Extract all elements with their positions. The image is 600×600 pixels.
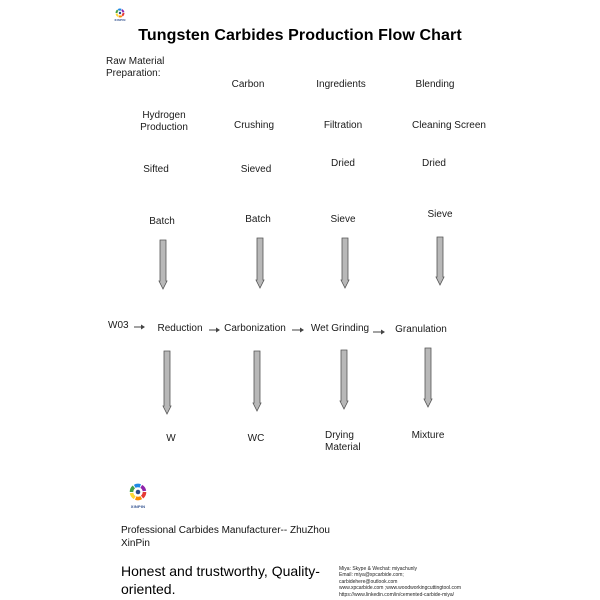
output-w: W <box>166 433 176 444</box>
process-carbonization: Carbonization <box>224 323 286 334</box>
logo-segment <box>129 492 136 500</box>
logo-icon <box>115 8 125 18</box>
arrow-down-col2-lower <box>252 350 262 412</box>
company-slogan: Honest and trustworthy, Quality-oriented… <box>121 563 320 597</box>
logo-wordmark: XINPIN <box>114 18 126 22</box>
logo-segment <box>140 484 147 492</box>
output-mixture: Mixture <box>411 430 445 441</box>
contact-info: Miya: Skype & Wechat: miyachunly Email: … <box>339 566 461 598</box>
step-cleaning-screen: Cleaning Screen <box>412 120 486 131</box>
output-wc: WC <box>247 433 265 444</box>
step-sieved: Sieved <box>240 164 272 175</box>
process-granulation: Granulation <box>395 324 447 335</box>
contact-line[interactable]: www.xpcarbide.com ;www.woodworkingcuttin… <box>339 585 461 592</box>
logo-wordmark: XINPIN <box>130 504 146 509</box>
step-batch-1: Batch <box>149 216 175 227</box>
column-top-label-ingredients: Ingredients <box>316 79 366 90</box>
column-top-label-blending: Blending <box>415 79 455 90</box>
process-wet-grinding: Wet Grinding <box>310 323 370 334</box>
arrow-right-wet-grinding <box>373 329 385 335</box>
arrow-right-reduction <box>209 327 220 333</box>
step-dried-blending: Dried <box>422 158 446 169</box>
output-drying-material: Drying Material <box>325 430 361 453</box>
step-sieve-2: Sieve <box>427 209 453 220</box>
step-dried-ingredients: Dried <box>331 158 355 169</box>
arrow-down-col4-upper <box>435 236 445 286</box>
column-top-label-carbon: Carbon <box>231 79 265 90</box>
logo-segment <box>140 491 147 499</box>
logo-segment <box>135 495 143 501</box>
step-sifted: Sifted <box>143 164 169 175</box>
arrow-down-col3-lower <box>339 349 349 410</box>
contact-line[interactable]: https://www.linkedin.com/in/cemented-car… <box>339 591 455 598</box>
step-crushing: Crushing <box>233 120 275 131</box>
logo-segment <box>121 9 125 13</box>
logo-segment <box>129 485 136 493</box>
logo-segment <box>133 483 141 489</box>
arrow-down-col1-upper <box>158 239 168 290</box>
step-batch-2: Batch <box>245 214 271 225</box>
arrow-down-col3-upper <box>340 237 350 289</box>
step-hydrogen-production: Hydrogen Production <box>140 110 188 133</box>
process-reduction: Reduction <box>157 323 203 334</box>
page-title: Tungsten Carbides Production Flow Chart <box>138 27 462 44</box>
arrow-down-col1-lower <box>162 350 172 415</box>
header-logo: XINPIN <box>112 7 128 23</box>
logo-segment <box>115 13 119 17</box>
footer-logo: XINPIN <box>124 483 152 511</box>
step-filtration: Filtration <box>323 120 363 131</box>
raw-material-label: Raw Material Preparation: <box>106 56 165 79</box>
logo-center <box>135 489 141 495</box>
company-tagline: Professional Carbides Manufacturer-- Zhu… <box>121 525 330 549</box>
arrow-right-carbonization <box>292 327 304 333</box>
arrow-down-col2-upper <box>255 237 265 289</box>
input-w03: W03 <box>108 320 129 331</box>
logo-icon <box>129 483 147 501</box>
arrow-down-col4-lower <box>423 347 433 408</box>
logo-segment <box>115 9 119 14</box>
contact-line: Email: miya@xpcarbide.com; <box>339 572 404 579</box>
logo-segment <box>121 12 125 17</box>
contact-line: Miya: Skype & Wechat: miyachunly <box>339 566 417 572</box>
arrow-right-w03 <box>134 324 145 330</box>
contact-line: carbidehere@outlook.com <box>339 578 398 585</box>
logo-center <box>118 11 122 15</box>
step-sieve-1: Sieve <box>330 214 356 225</box>
